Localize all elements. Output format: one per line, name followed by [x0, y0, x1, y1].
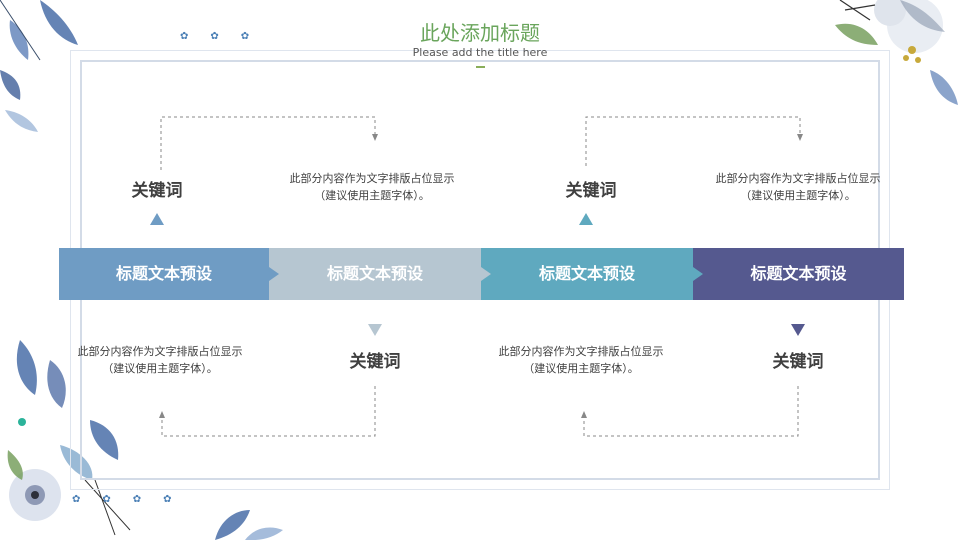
step-3-description-line-1: 此部分内容作为文字排版占位显示: [498, 345, 664, 358]
title-underline: [476, 66, 485, 68]
step-2-keyword: 关键词: [349, 352, 401, 372]
step-4-description: 此部分内容作为文字排版占位显示 （建议使用主题字体）。: [698, 170, 898, 204]
step-2-description-line-2: （建议使用主题字体）。: [314, 189, 430, 202]
small-flower-icon-row-bottom: ✿✿✿✿: [72, 494, 194, 505]
step-3-description: 此部分内容作为文字排版占位显示 （建议使用主题字体）。: [481, 343, 681, 377]
slide-title: 此处添加标题: [420, 21, 540, 45]
step-4-banner: 标题文本预设: [693, 248, 904, 300]
small-flower-icon-row-top: ✿✿✿: [180, 31, 272, 42]
step-3-arrow-icon: [693, 267, 703, 281]
step-1-triangle-icon: [150, 213, 164, 225]
step-1-arrow-icon: [269, 267, 279, 281]
floral-top-left: [0, 0, 78, 132]
floral-top-right: [835, 0, 958, 105]
step-1-description-line-2: （建议使用主题字体）。: [102, 362, 218, 375]
step-2-description-line-1: 此部分内容作为文字排版占位显示: [289, 172, 455, 185]
step-4-triangle-icon: [791, 324, 805, 336]
step-3-keyword: 关键词: [565, 181, 617, 201]
step-1-banner: 标题文本预设: [59, 248, 269, 300]
step-3-triangle-icon: [579, 213, 593, 225]
step-2-description: 此部分内容作为文字排版占位显示 （建议使用主题字体）。: [272, 170, 472, 204]
step-3-banner: 标题文本预设: [481, 248, 693, 300]
step-1-keyword: 关键词: [131, 181, 183, 201]
step-2-banner: 标题文本预设: [269, 248, 481, 300]
step-3-description-line-2: （建议使用主题字体）。: [523, 362, 639, 375]
slide-subtitle: Please add the title here: [412, 46, 548, 59]
floral-bottom-center: [215, 510, 283, 540]
step-2-arrow-icon: [481, 267, 491, 281]
step-2-triangle-icon: [368, 324, 382, 336]
step-1-description: 此部分内容作为文字排版占位显示 （建议使用主题字体）。: [60, 343, 260, 377]
step-4-keyword: 关键词: [772, 352, 824, 372]
floral-bottom-left: [7, 340, 131, 536]
step-4-description-line-2: （建议使用主题字体）。: [740, 189, 856, 202]
step-1-description-line-1: 此部分内容作为文字排版占位显示: [77, 345, 243, 358]
step-4-description-line-1: 此部分内容作为文字排版占位显示: [715, 172, 881, 185]
